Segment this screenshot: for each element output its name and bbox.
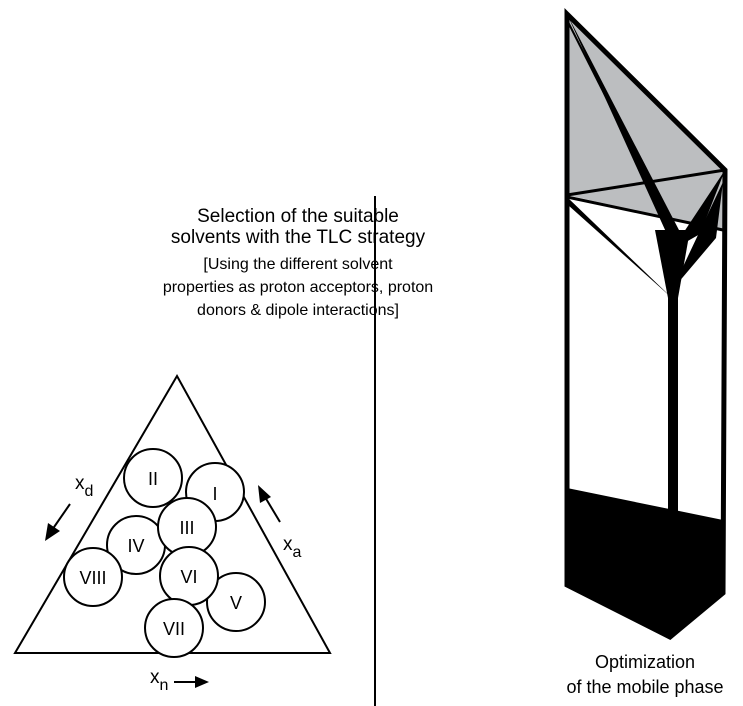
prisma-prism: [564, 8, 728, 640]
axis-d-arrowhead: [45, 523, 60, 541]
axis-a: xa: [258, 485, 302, 561]
prism-spike-left: [567, 14, 680, 232]
left-title: Selection of the suitable solvents with …: [170, 206, 426, 248]
axis-n-arrowhead: [195, 676, 209, 688]
axis-d: xd: [45, 473, 93, 541]
prism-bottom-frustum: [567, 488, 723, 637]
group-label-VIII: VIII: [79, 568, 106, 588]
left-title-line-1: Selection of the suitable: [197, 206, 399, 227]
prism-spike-join: [655, 230, 690, 298]
group-circle-VI: VI: [159, 546, 219, 606]
left-title-line-2: solvents with the TLC strategy: [170, 227, 426, 248]
axis-n-sub: n: [160, 677, 169, 694]
axis-a-arrow-shaft: [264, 496, 281, 523]
axis-n: xn: [150, 667, 209, 694]
right-caption-line-1: Optimization: [594, 652, 696, 672]
group-label-V: V: [230, 593, 242, 613]
axis-a-arrowhead: [258, 485, 271, 503]
svg-text:xn: xn: [150, 667, 168, 694]
group-label-VI: VI: [180, 567, 197, 587]
group-label-III: III: [179, 518, 194, 538]
prism-outline: [564, 8, 728, 640]
right-caption-line-2: of the mobile phase: [566, 677, 724, 697]
prism-top-platform: [567, 14, 725, 230]
group-label-II: II: [148, 469, 158, 489]
group-label-VII: VII: [163, 619, 185, 639]
left-note: [Using the different solvent properties …: [130, 253, 466, 322]
axis-d-base: x: [75, 473, 85, 494]
axis-d-sub: d: [85, 483, 94, 500]
axis-n-base: x: [150, 667, 160, 688]
prism-spike-side: [672, 182, 723, 290]
left-note-line-1: [Using the different solvent: [203, 256, 393, 273]
prism-spike-lower-left: [567, 197, 672, 298]
group-circle-VIII: VIII: [63, 547, 123, 607]
axis-a-base: x: [283, 534, 293, 555]
group-circle-V: V: [206, 572, 266, 632]
svg-text:xd: xd: [75, 473, 93, 500]
left-note-line-2: properties as proton acceptors, proton: [162, 279, 434, 296]
group-label-I: I: [212, 484, 217, 504]
group-circle-VII: VII: [144, 598, 204, 658]
axis-d-arrow-shaft: [51, 503, 71, 531]
group-label-IV: IV: [127, 536, 144, 556]
right-caption: Optimization of the mobile phase: [550, 650, 740, 700]
group-circle-IV: IV: [106, 515, 166, 575]
axis-a-sub: a: [293, 544, 302, 561]
group-circle-II: II: [123, 448, 183, 508]
left-note-line-3: donors & dipole interactions]: [197, 302, 399, 319]
prism-vertical-stem: [668, 290, 678, 512]
svg-text:xa: xa: [283, 534, 302, 561]
